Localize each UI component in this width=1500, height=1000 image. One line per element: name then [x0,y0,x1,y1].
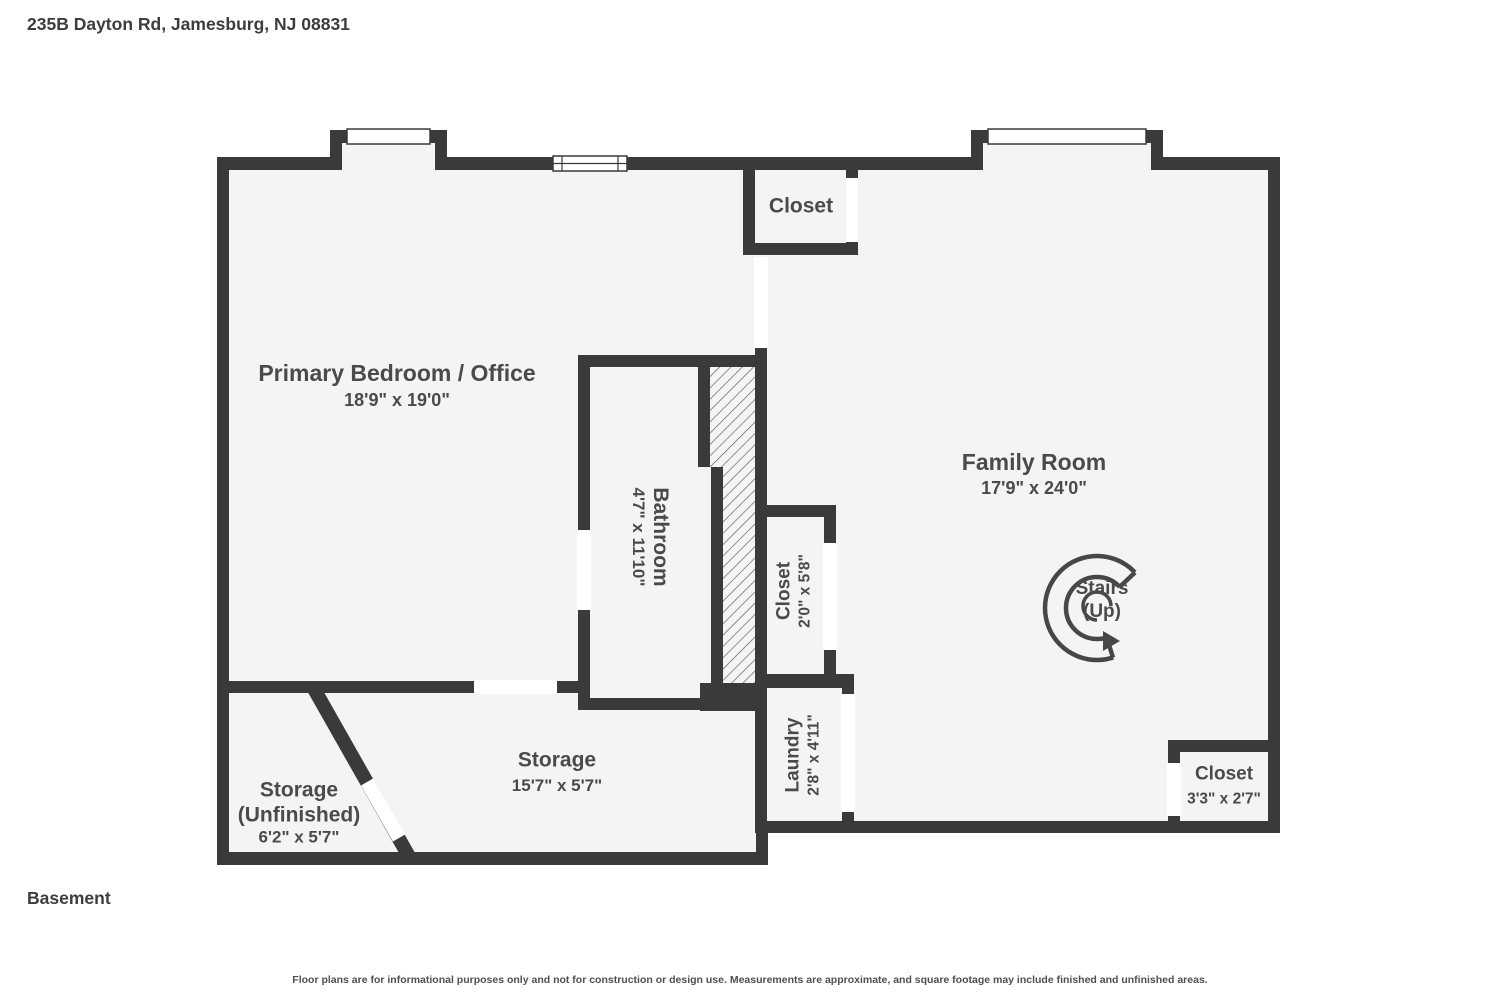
room-name: Storage [517,748,597,772]
window-top-wall [552,155,628,172]
disclaimer-text: Floor plans are for informational purpos… [292,974,1208,986]
stairs-line1: Stairs [1075,578,1129,600]
room-dims-family-room: 17'9" x 24'0" [981,478,1087,500]
door-closet-br [1167,763,1181,816]
stairs-up-icon [1042,553,1166,675]
room-label-closet-top: Closet [769,193,833,218]
window-bedroom-bay [346,128,431,145]
room-dims: 3'3" x 2'7" [1187,790,1261,808]
door-laundry [841,694,855,812]
room-label-primary-bedroom-office: Primary Bedroom / Office [258,360,535,388]
room-dims: 6'2" x 5'7" [258,827,340,847]
hatch-area [710,367,755,683]
door-closet-top [846,178,858,242]
room-name: Closet [768,194,834,218]
room-label-storage-unfinished: Storage (Unfinished) 6'2" x 5'7" [238,778,360,849]
room-dims: 18'9" x 19'0" [344,390,450,411]
stairs-line2: (Up) [1083,601,1121,622]
room-label-storage: Storage [518,747,596,772]
address-title: 235B Dayton Rd, Jamesburg, NJ 08831 [27,14,350,34]
door-bedroom-family [754,257,768,348]
room-dims: 2'8" x 4'11" [805,714,823,796]
room-name: Bathroom [648,487,672,587]
room-name: Primary Bedroom / Office [258,360,536,387]
door-bedroom-storage [474,680,557,694]
door-closet-mid [823,543,837,650]
room-dims: 15'7" x 5'7" [511,775,603,795]
room-label-closet-mid: Closet 2'0" x 5'8" [773,554,814,628]
room-name: Laundry [782,717,804,793]
room-dims-closet-br: 3'3" x 2'7" [1187,791,1261,810]
door-openings [360,178,1181,842]
windows [346,128,1147,172]
room-label-closet-br: Closet [1195,764,1253,787]
room-dims: 17'9" x 24'0" [981,478,1087,499]
room-name-line1: Storage [259,778,339,802]
room-dims-primary-bedroom-office: 18'9" x 19'0" [344,390,450,412]
room-name: Closet [1194,763,1254,785]
stairs-label: Stairs (Up) [1076,578,1129,624]
room-name-line2: (Unfinished) [237,803,361,827]
door-bathroom [577,530,591,610]
room-name: Closet [773,561,795,621]
room-dims-storage: 15'7" x 5'7" [512,776,602,796]
door-storage-diagonal [360,778,406,842]
floor-label: Basement [27,888,111,908]
room-dims: 4'7" x 11'10" [628,487,648,587]
room-label-bathroom: Bathroom 4'7" x 11'10" [627,487,673,586]
window-family-bay [987,128,1147,145]
room-label-family-room: Family Room [962,449,1106,477]
room-label-laundry: Laundry 2'8" x 4'11" [782,714,823,796]
room-dims: 2'0" x 5'8" [796,554,814,628]
room-name: Family Room [961,449,1107,476]
